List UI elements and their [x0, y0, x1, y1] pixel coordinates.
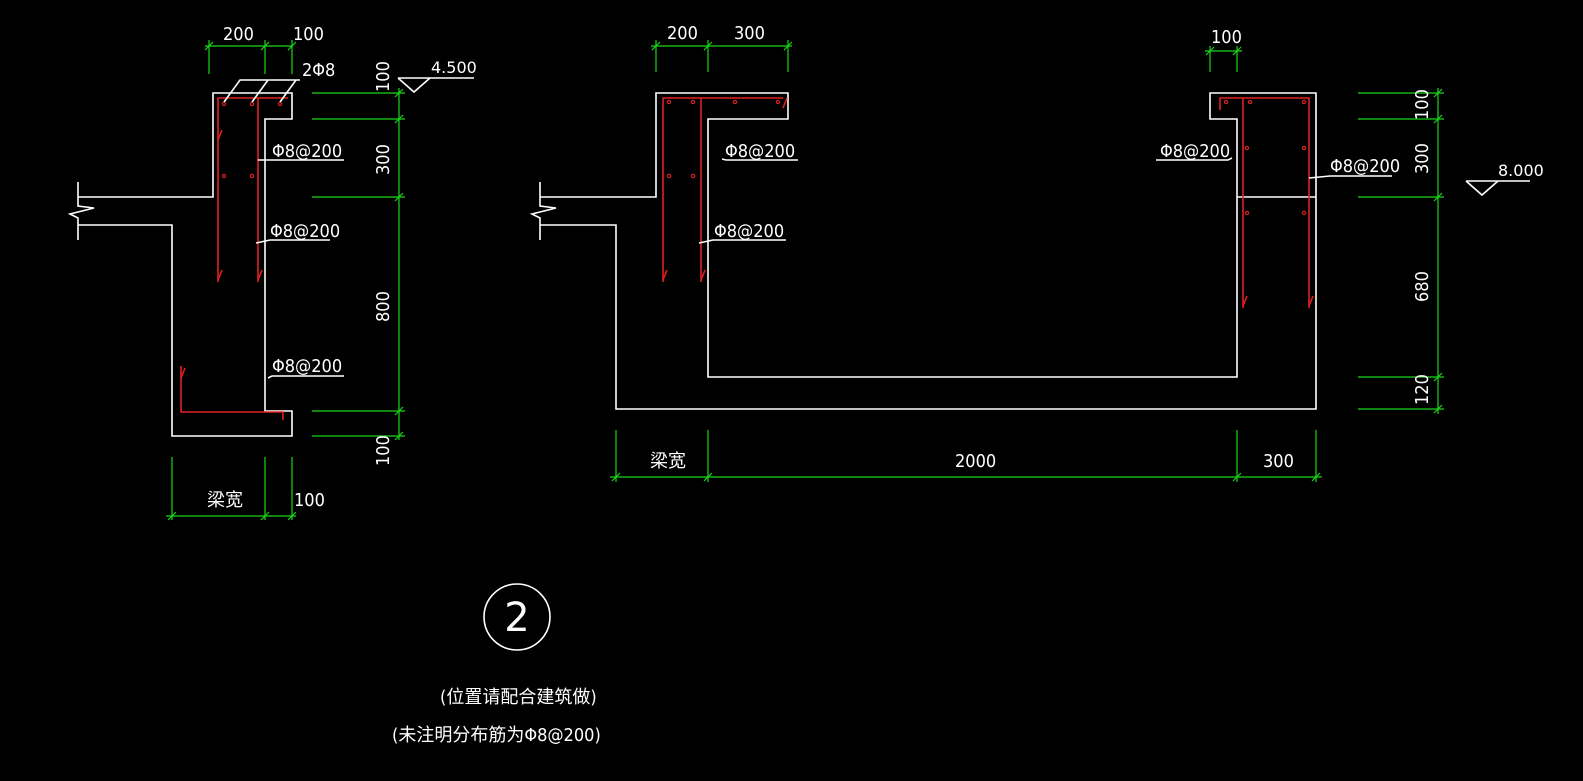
left-vert-dim-1: 100	[373, 61, 394, 92]
left-top-dim-1: 200	[223, 24, 254, 45]
detail-mark: 2	[483, 583, 551, 651]
left-callout-3: Φ8@200	[272, 356, 342, 377]
right-bottom-dim-2: 2000	[955, 451, 996, 472]
left-vert-dim-2: 300	[373, 144, 394, 175]
left-elevation-label: 4.500	[431, 58, 477, 77]
left-section-detail: 2Φ8 Φ8@200 Φ8@200 Φ8@200 200 100 100 300…	[67, 24, 477, 521]
left-rebar-outer	[217, 97, 288, 282]
right-break-line	[529, 182, 557, 240]
left-bottom-dim-2: 100	[294, 490, 325, 511]
detail-number: 2	[504, 595, 529, 641]
right-section-detail: Φ8@200 Φ8@200 Φ8@200 Φ8@200 200 300 100	[529, 23, 1544, 482]
right-vert-dim-1: 100	[1412, 89, 1433, 120]
right-top-dim-2: 300	[734, 23, 765, 44]
left-top-rebar-leader	[223, 79, 300, 103]
right-callout-2: Φ8@200	[714, 221, 784, 242]
right-bottom-dim-3: 300	[1263, 451, 1294, 472]
left-top-rebar-label: 2Φ8	[302, 60, 335, 81]
left-break-line	[67, 182, 95, 240]
left-bottom-dim-1: 梁宽	[207, 490, 243, 511]
left-vert-dim-3: 800	[373, 291, 394, 322]
left-callout-1: Φ8@200	[272, 141, 342, 162]
right-callout-1: Φ8@200	[725, 141, 795, 162]
right-top-dim-3: 100	[1211, 27, 1242, 48]
left-vert-dim-4: 100	[373, 435, 394, 466]
right-vert-dim-3: 680	[1412, 271, 1433, 302]
left-top-dim-2: 100	[293, 24, 324, 45]
right-elevation-label: 8.000	[1498, 161, 1544, 180]
note-line-1: (位置请配合建筑做)	[440, 687, 597, 708]
left-section-outline	[78, 92, 293, 437]
right-callout-3: Φ8@200	[1160, 141, 1230, 162]
right-vert-dim-2: 300	[1412, 143, 1433, 174]
right-top-dim-1: 200	[667, 23, 698, 44]
note-line-2: (未注明分布筋为Φ8@200)	[392, 725, 601, 746]
right-bottom-dim-1: 梁宽	[650, 451, 686, 472]
left-rebar-bottom	[180, 366, 284, 420]
left-callout-2: Φ8@200	[270, 221, 340, 242]
detail-number-circle	[483, 583, 551, 651]
right-section-outline	[540, 92, 1317, 410]
right-vert-dim-4: 120	[1412, 374, 1433, 405]
right-callout-4: Φ8@200	[1330, 156, 1400, 177]
